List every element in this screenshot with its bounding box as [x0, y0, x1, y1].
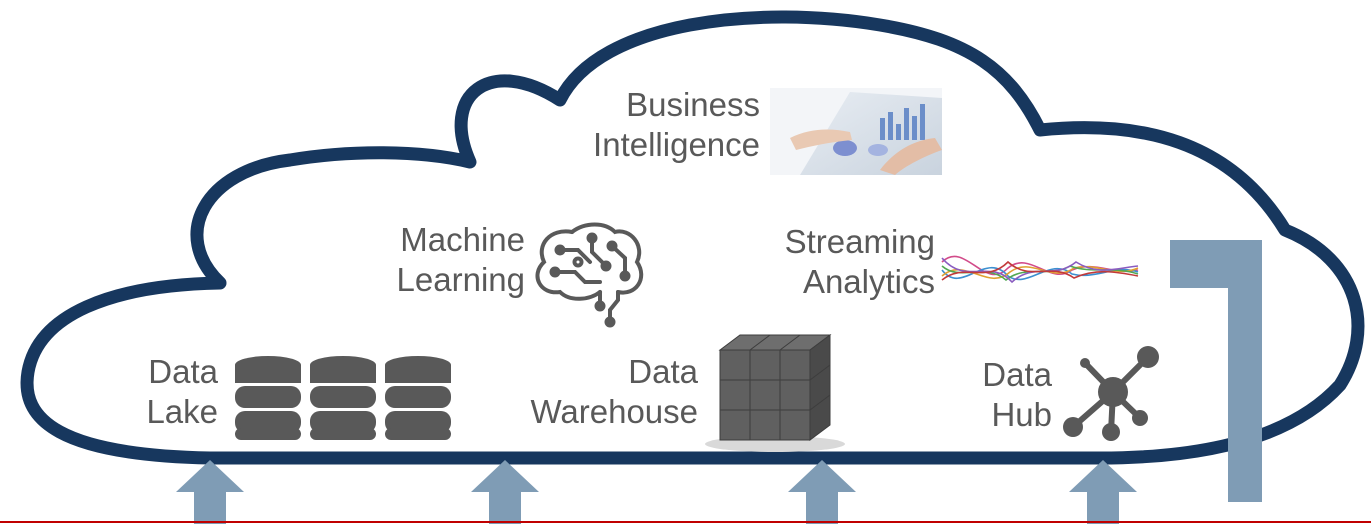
inbound-arrow	[1069, 460, 1137, 524]
machine-learning-line2: Learning	[396, 261, 525, 298]
inbound-arrow	[471, 460, 539, 524]
data-lake-label: Data Lake	[100, 352, 218, 432]
data-warehouse-line1: Data	[628, 353, 698, 390]
streaming-analytics-label: Streaming Analytics	[740, 222, 935, 302]
database-stack-icon	[235, 356, 451, 440]
data-hub-label: Data Hub	[940, 355, 1052, 435]
data-warehouse-line2: Warehouse	[530, 393, 698, 430]
cloud-outline	[20, 10, 1365, 465]
streaming-analytics-line1: Streaming	[784, 223, 935, 260]
data-warehouse-label: Data Warehouse	[470, 352, 698, 432]
cube-grid-icon	[705, 334, 845, 452]
data-lake-line1: Data	[148, 353, 218, 390]
data-lake-line2: Lake	[146, 393, 218, 430]
business-intelligence-label: Business Intelligence	[560, 85, 760, 165]
circuit-brain-icon	[535, 222, 644, 328]
outbound-arrow	[1170, 240, 1262, 502]
network-hub-icon	[1063, 346, 1159, 441]
machine-learning-line1: Machine	[400, 221, 525, 258]
tablet-chart-photo-icon	[770, 88, 942, 175]
data-hub-line1: Data	[982, 356, 1052, 393]
streaming-analytics-line2: Analytics	[802, 263, 935, 300]
inbound-arrow	[788, 460, 856, 524]
machine-learning-label: Machine Learning	[330, 220, 525, 300]
business-intelligence-line1: Business	[626, 86, 760, 123]
business-intelligence-line2: Intelligence	[593, 126, 760, 163]
waveform-stream-icon	[941, 255, 1139, 284]
data-hub-line2: Hub	[991, 396, 1052, 433]
inbound-arrow	[176, 460, 244, 524]
